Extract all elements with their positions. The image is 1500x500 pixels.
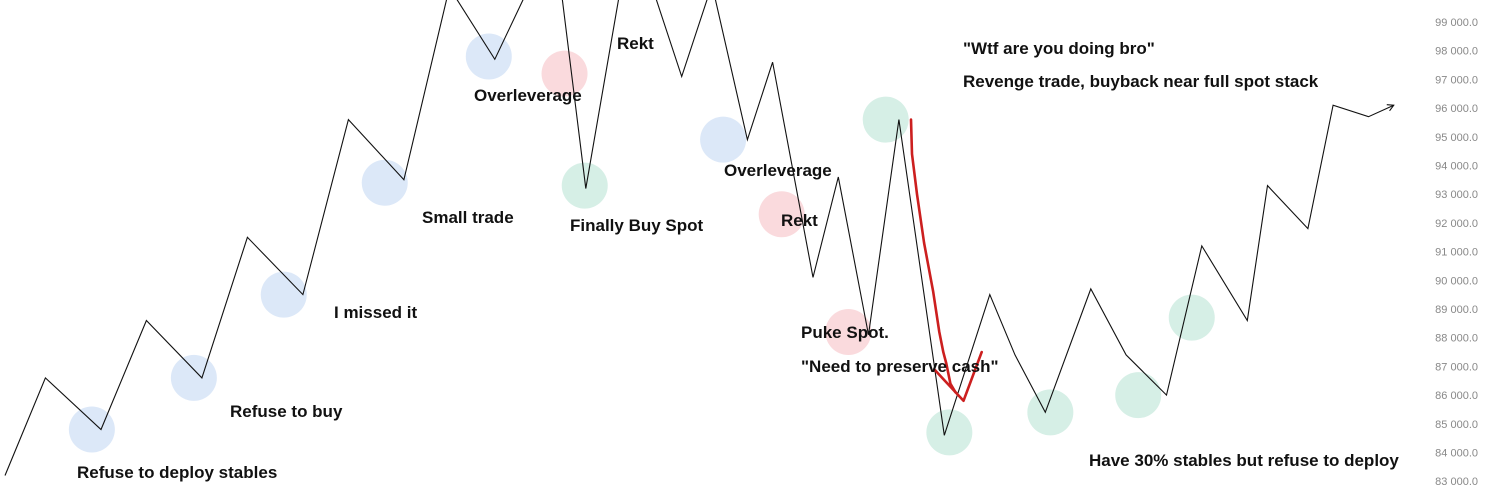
marker-circle-4: [465, 33, 512, 80]
highlight-markers: [68, 33, 1215, 456]
marker-circle-12: [1027, 389, 1074, 436]
series-lines: [4, 0, 1395, 476]
annotation-rekt-1: Rekt: [617, 34, 654, 53]
marker-circle-11: [926, 409, 973, 456]
y-tick-label: 97 000.0: [1435, 74, 1478, 86]
marker-circle-9: [825, 308, 872, 355]
y-tick-label: 88 000.0: [1435, 333, 1478, 345]
y-tick-label: 94 000.0: [1435, 161, 1478, 173]
marker-circle-2: [260, 271, 307, 318]
annotation-puke-spot: Puke Spot.: [801, 323, 889, 342]
y-tick-label: 91 000.0: [1435, 247, 1478, 259]
annotation-i-missed-it: I missed it: [334, 303, 417, 322]
marker-circle-10: [862, 96, 909, 143]
annotation-rekt-2: Rekt: [781, 211, 818, 230]
annotation-overleverage-1: Overleverage: [474, 86, 582, 105]
y-axis-ticks: 99 000.0 98 000.0 97 000.0 96 000.0 95 000.0…: [1435, 17, 1478, 488]
marker-circle-0: [68, 406, 115, 453]
marker-circle-14: [1168, 294, 1215, 341]
annotation-refuse-to-buy: Refuse to buy: [230, 402, 343, 421]
y-tick-label: 99 000.0: [1435, 17, 1478, 29]
series-arrowhead-0: [1386, 104, 1395, 112]
y-tick-label: 89 000.0: [1435, 304, 1478, 316]
y-tick-label: 87 000.0: [1435, 361, 1478, 373]
y-tick-label: 90 000.0: [1435, 275, 1478, 287]
y-tick-label: 95 000.0: [1435, 132, 1478, 144]
annotation-small-trade: Small trade: [422, 208, 514, 227]
annotation-overleverage-2: Overleverage: [724, 161, 832, 180]
y-tick-label: 96 000.0: [1435, 103, 1478, 115]
annotation-have-30-stables: Have 30% stables but refuse to deploy: [1089, 451, 1399, 470]
annotation-wtf-are-you-doing-bro: "Wtf are you doing bro": [963, 39, 1155, 58]
marker-circle-13: [1115, 372, 1162, 419]
marker-circle-7: [700, 116, 747, 163]
y-tick-label: 84 000.0: [1435, 448, 1478, 460]
y-tick-label: 85 000.0: [1435, 419, 1478, 431]
annotation-need-to-preserve-cash: "Need to preserve cash": [801, 357, 999, 376]
annotation-refuse-to-deploy-stables: Refuse to deploy stables: [77, 463, 277, 482]
marker-circle-3: [361, 159, 408, 206]
marker-circle-6: [561, 162, 608, 209]
annotation-finally-buy-spot: Finally Buy Spot: [570, 216, 704, 235]
y-tick-label: 92 000.0: [1435, 218, 1478, 230]
y-tick-label: 86 000.0: [1435, 390, 1478, 402]
series-line-0: [4, 0, 1395, 476]
marker-circle-8: [758, 191, 805, 238]
y-tick-label: 83 000.0: [1435, 476, 1478, 488]
y-tick-label: 98 000.0: [1435, 46, 1478, 58]
annotation-revenge-trade: Revenge trade, buyback near full spot st…: [963, 72, 1319, 91]
marker-circle-5: [541, 50, 588, 97]
drawn-arrow-shaft: [909, 118, 957, 394]
drawn-arrow-head: [932, 350, 984, 403]
marker-circle-1: [170, 354, 217, 401]
y-tick-label: 93 000.0: [1435, 189, 1478, 201]
